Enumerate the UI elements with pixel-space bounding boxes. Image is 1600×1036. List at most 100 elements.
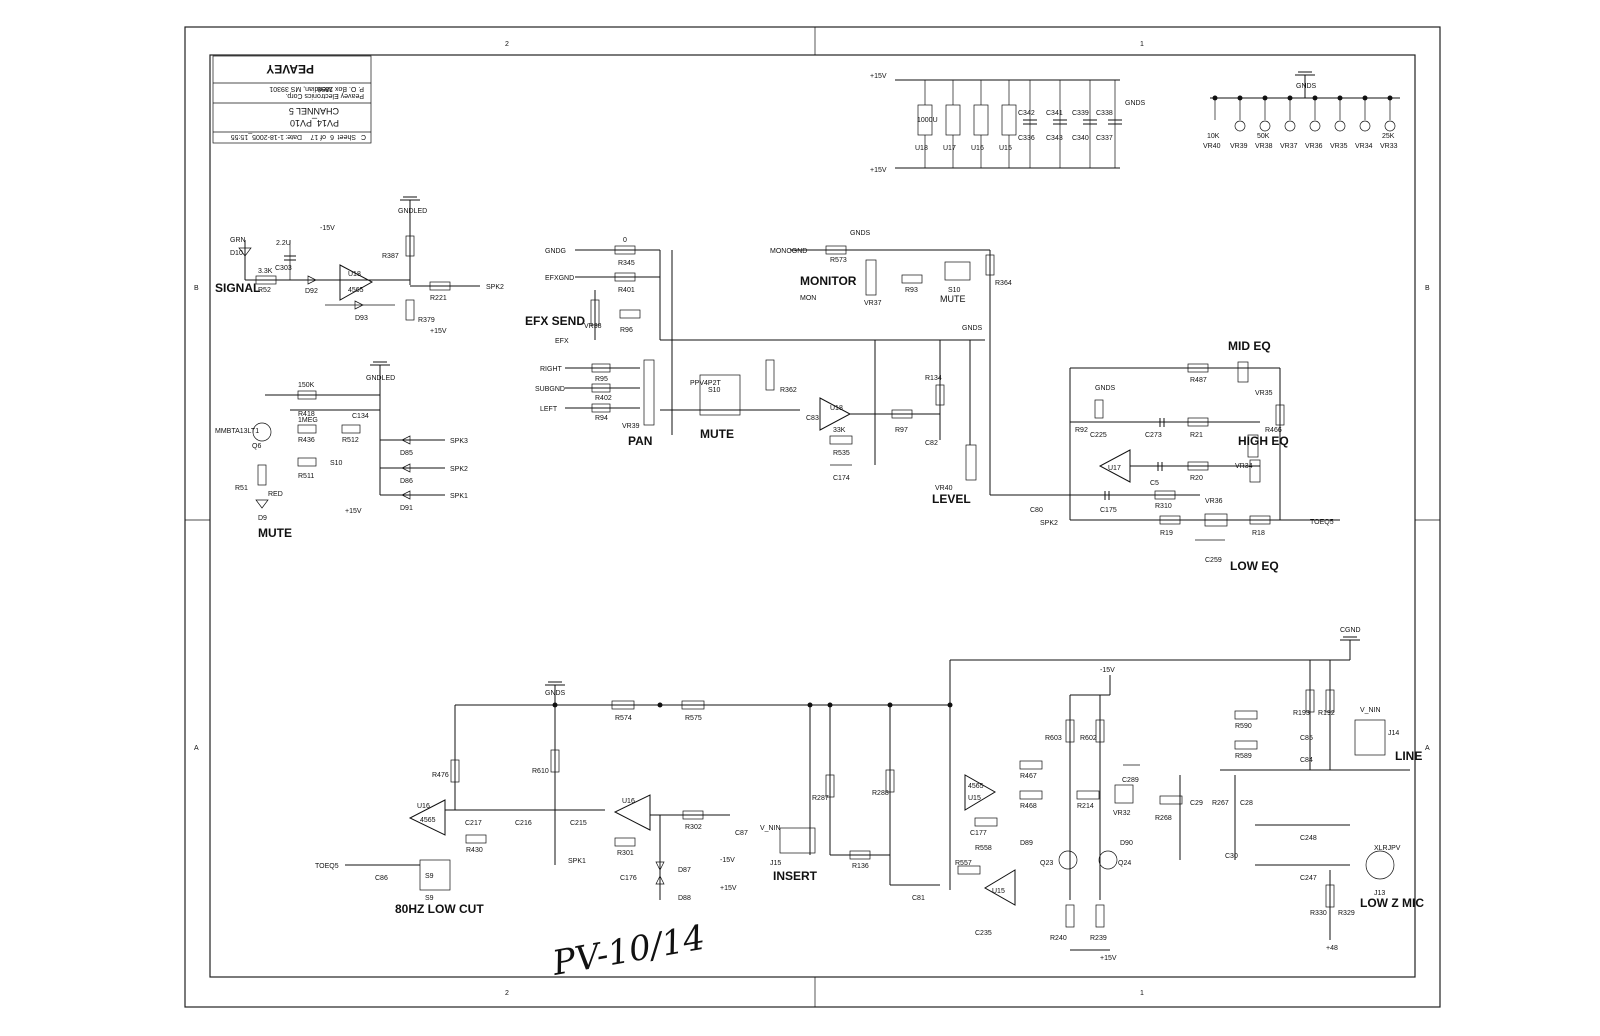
title-company: Peavey Electronics Corp. bbox=[285, 92, 364, 99]
label-r214: R214 bbox=[1077, 803, 1094, 810]
label-c215: C215 bbox=[570, 820, 587, 827]
zone-bottom-left: 2 bbox=[505, 990, 509, 997]
net-gndled-mute: GNDLED bbox=[366, 375, 395, 382]
label-c134: C134 bbox=[352, 413, 369, 420]
zone-right: B bbox=[1425, 285, 1430, 292]
label-r310: R310 bbox=[1155, 503, 1172, 510]
title-model: PV14_PV10 bbox=[290, 118, 339, 128]
label-vr35m: VR35 bbox=[1255, 390, 1273, 397]
v-vr40: 10K bbox=[1207, 133, 1220, 140]
label-c82: C82 bbox=[925, 440, 938, 447]
label-r97: R97 bbox=[895, 427, 908, 434]
label-c273: C273 bbox=[1145, 432, 1162, 439]
power-block: +15V +15V U18 U17 U16 U15 1000U C bbox=[870, 73, 1146, 174]
label-u16: U16 bbox=[417, 803, 430, 810]
label-d89: D89 bbox=[1020, 840, 1033, 847]
section-mute-mid: MUTE bbox=[700, 427, 734, 441]
label-vr39p: VR39 bbox=[622, 423, 640, 430]
label-c175: C175 bbox=[1100, 507, 1117, 514]
title-address2: Meridian, MS 39301 bbox=[269, 85, 332, 92]
label-r345: R345 bbox=[618, 260, 635, 267]
label-r364: R364 bbox=[995, 280, 1012, 287]
label-r418: R418 bbox=[298, 411, 315, 418]
v-r52: 3.3K bbox=[258, 268, 273, 275]
label-c343: C343 bbox=[1046, 135, 1063, 142]
label-r329: R329 bbox=[1338, 910, 1355, 917]
preamp-section: GNDS R574 R575 R476 R610 U16 4565 C217 C… bbox=[315, 681, 953, 916]
label-c176: C176 bbox=[620, 875, 637, 882]
net-cgnd: CGND bbox=[1340, 627, 1361, 634]
center-section: 0 R345 R401 GNDG EFXGND VR38 R96 EFX EFX… bbox=[525, 230, 1060, 527]
net-toeq5-eq: TOEQ5 bbox=[1310, 519, 1334, 526]
net-spk1-pre: SPK1 bbox=[568, 858, 586, 865]
label-vr36: VR36 bbox=[1305, 143, 1323, 150]
label-j13: J13 bbox=[1374, 890, 1385, 897]
label-s9: S9 bbox=[425, 873, 434, 880]
zone-right-low: A bbox=[1425, 745, 1430, 752]
signal-section: GNDLED D10 GRN R52 3.3K C303 2.2U D92 U1… bbox=[215, 196, 504, 335]
label-u16-pwr: U16 bbox=[971, 145, 984, 152]
net-left: LEFT bbox=[540, 406, 558, 413]
label-s10-mon: S10 bbox=[948, 287, 961, 294]
peavey-logo: PEAVEY bbox=[266, 62, 314, 76]
label-r467: R467 bbox=[1020, 773, 1037, 780]
label-r558: R558 bbox=[975, 845, 992, 852]
section-low-eq: LOW EQ bbox=[1230, 559, 1279, 573]
label-c235: C235 bbox=[975, 930, 992, 937]
v-c303: 2.2U bbox=[276, 240, 291, 247]
zone-left-low: A bbox=[194, 745, 199, 752]
label-c247: C247 bbox=[1300, 875, 1317, 882]
label-r511: R511 bbox=[298, 473, 314, 480]
v-r436: 1MEG bbox=[298, 417, 318, 424]
label-q6type: MMBTA13LT1 bbox=[215, 428, 259, 435]
label-mute-mon: MUTE bbox=[940, 294, 966, 304]
label-d9: D9 bbox=[258, 515, 267, 522]
label-c342: C342 bbox=[1018, 110, 1035, 117]
label-c216: C216 bbox=[515, 820, 532, 827]
label-r602: R602 bbox=[1080, 735, 1097, 742]
zone-top-left: 2 bbox=[505, 41, 509, 48]
net-spk2-level: SPK2 bbox=[1040, 520, 1058, 527]
net-m15-mic: -15V bbox=[1100, 667, 1115, 674]
label-vr32: VR32 bbox=[1113, 810, 1131, 817]
title-date-label: Date: bbox=[285, 133, 302, 140]
label-d87: D87 bbox=[678, 867, 691, 874]
label-vr35: VR35 bbox=[1330, 143, 1348, 150]
title-sheet-label: Sheet bbox=[338, 133, 356, 140]
label-r95: R95 bbox=[595, 376, 608, 383]
net-gndled-sig: GNDLED bbox=[398, 208, 427, 215]
label-j15: J15 bbox=[770, 860, 781, 867]
label-c341: C341 bbox=[1046, 110, 1063, 117]
title-date: 1-18-2005_15:55 bbox=[231, 133, 284, 140]
label-r18: R18 bbox=[1252, 530, 1265, 537]
label-c86: C86 bbox=[375, 875, 388, 882]
section-high-eq: HIGH EQ bbox=[1238, 434, 1289, 448]
label-c289: C289 bbox=[1122, 777, 1139, 784]
label-r240: R240 bbox=[1050, 935, 1067, 942]
label-c83: C83 bbox=[806, 415, 819, 422]
net-gnds-eq: GNDS bbox=[1095, 385, 1116, 392]
net-vnin-line: V_NIN bbox=[1360, 707, 1381, 714]
label-c336: C336 bbox=[1018, 135, 1035, 142]
label-u18-pwr: U18 bbox=[915, 145, 928, 152]
label-u17: U17 bbox=[1108, 465, 1121, 472]
label-r362: R362 bbox=[780, 387, 797, 394]
label-u16b: U16 bbox=[622, 798, 635, 805]
net-spk1-mute: SPK1 bbox=[450, 493, 468, 500]
label-vr40: VR40 bbox=[1203, 143, 1221, 150]
title-sheet-title: CHANNEL 5 bbox=[289, 106, 339, 116]
section-insert: INSERT bbox=[773, 869, 818, 883]
label-q6: Q6 bbox=[252, 443, 261, 450]
label-r603: R603 bbox=[1045, 735, 1062, 742]
net-spk2-mute: SPK2 bbox=[450, 466, 468, 473]
label-c248: C248 bbox=[1300, 835, 1317, 842]
label-r574: R574 bbox=[615, 715, 632, 722]
label-r610: R610 bbox=[532, 768, 549, 775]
label-d93: D93 bbox=[355, 315, 368, 322]
label-vr37: VR37 bbox=[1280, 143, 1298, 150]
net-gndg: GNDG bbox=[545, 248, 566, 255]
label-r192: R192 bbox=[1318, 710, 1335, 717]
section-line: LINE bbox=[1395, 749, 1422, 763]
label-c340: C340 bbox=[1072, 135, 1089, 142]
label-d92: D92 bbox=[305, 288, 318, 295]
